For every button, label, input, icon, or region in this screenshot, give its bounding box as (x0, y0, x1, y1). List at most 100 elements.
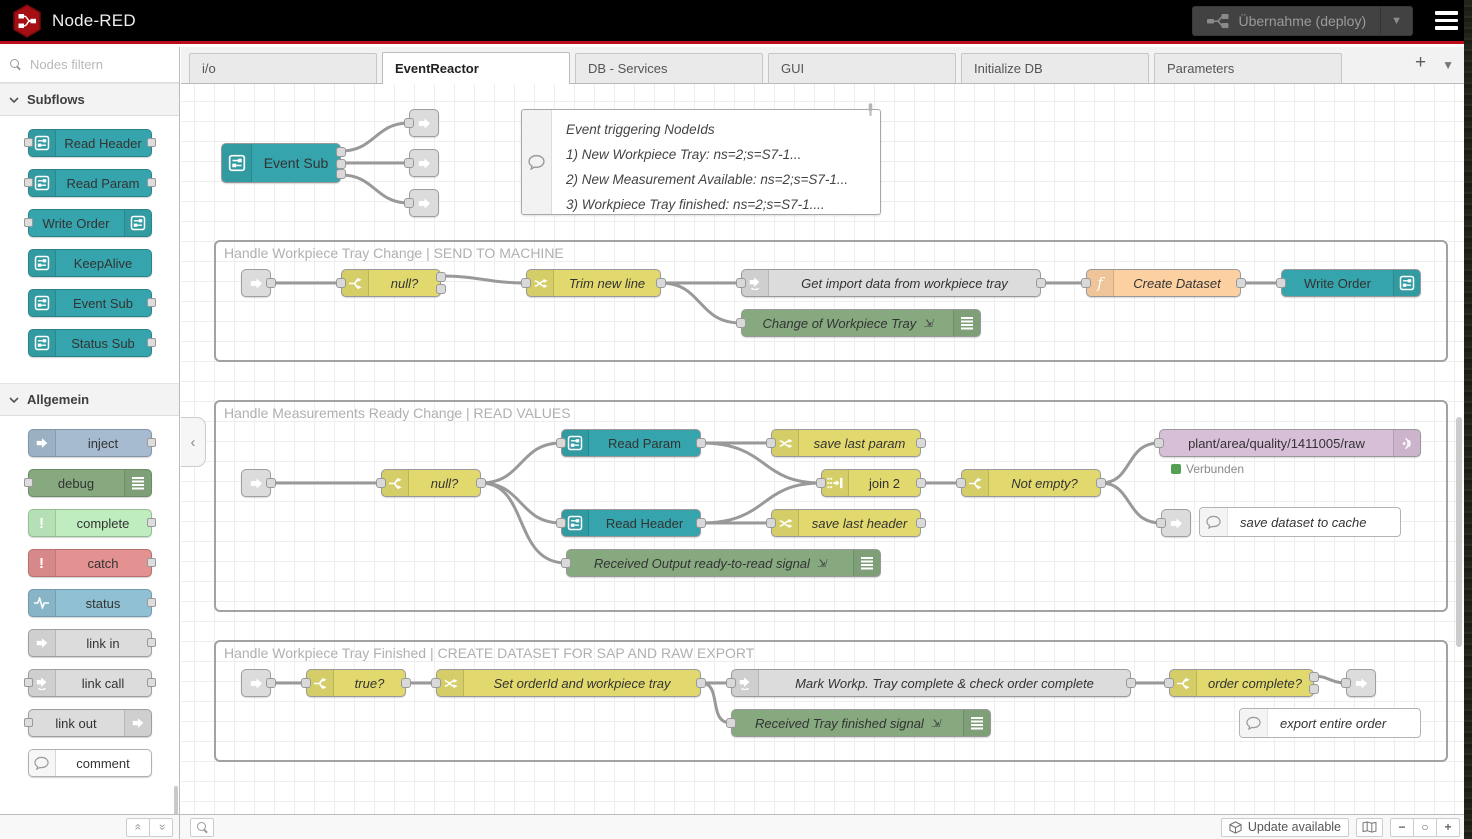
port-in[interactable] (404, 198, 414, 208)
port-in[interactable] (1156, 518, 1166, 528)
port-out[interactable] (436, 284, 446, 294)
palette-scrollbar[interactable] (174, 786, 178, 814)
node-switch-null-1[interactable]: null? (336, 269, 446, 297)
port-out[interactable] (146, 638, 156, 647)
node-switch-null-2[interactable]: null? (376, 469, 486, 497)
tab-gui[interactable]: GUI (768, 53, 956, 83)
port-out[interactable] (146, 598, 156, 607)
port-out[interactable] (696, 678, 706, 688)
port-in[interactable] (736, 318, 746, 328)
node-link-call-mark-workp[interactable]: Mark Workp. Tray complete & check order … (726, 669, 1136, 697)
port-in[interactable] (1081, 278, 1091, 288)
node-debug-change-tray[interactable]: Change of Workpiece Tray⇲ (736, 309, 981, 337)
port-in[interactable] (736, 278, 746, 288)
deploy-button[interactable]: Übernahme (deploy) ▼ (1192, 5, 1413, 36)
tab-parameters[interactable]: Parameters (1154, 53, 1342, 83)
group-read-values[interactable]: Handle Measurements Ready Change | READ … (214, 400, 1448, 612)
port-out[interactable] (146, 138, 156, 147)
port-out[interactable] (696, 518, 706, 528)
port-in[interactable] (23, 678, 33, 687)
node-change-save-last-param[interactable]: save last param (766, 429, 926, 457)
port-out[interactable] (266, 678, 276, 688)
port-out[interactable] (1036, 278, 1046, 288)
port-out[interactable] (146, 338, 156, 347)
palette-category-subflows[interactable]: Subflows (0, 83, 179, 116)
palette-node-complete[interactable]: ! complete (27, 509, 156, 537)
palette-node-status[interactable]: status (27, 589, 156, 617)
port-in[interactable] (404, 158, 414, 168)
group-send-to-machine[interactable]: Handle Workpiece Tray Change | SEND TO M… (214, 240, 1448, 362)
port-in[interactable] (816, 478, 826, 488)
node-change-set-orderid[interactable]: Set orderId and workpiece tray (431, 669, 706, 697)
node-debug-received-output[interactable]: Received Output ready-to-read signal⇲ (561, 549, 881, 577)
node-link-in[interactable] (241, 469, 276, 497)
port-in[interactable] (376, 478, 386, 488)
port-in[interactable] (556, 518, 566, 528)
toggle-navigator-button[interactable] (1356, 817, 1383, 837)
node-debug-received-tray[interactable]: Received Tray finished signal⇲ (726, 709, 991, 737)
palette-collapse-toggle[interactable]: ‹ (181, 417, 206, 467)
node-change-trim-new-line[interactable]: Trim new line (521, 269, 666, 297)
node-link-out[interactable] (404, 109, 439, 137)
palette-node-keepalive[interactable]: KeepAlive (27, 249, 152, 277)
tab-db-services[interactable]: DB - Services (575, 53, 763, 83)
port-in[interactable] (561, 558, 571, 568)
node-link-out[interactable] (1341, 669, 1376, 697)
canvas-search-button[interactable] (190, 817, 214, 837)
port-out[interactable] (146, 178, 156, 187)
update-available-button[interactable]: Update available (1220, 817, 1349, 837)
port-in[interactable] (956, 478, 966, 488)
main-menu-button[interactable] (1435, 11, 1458, 30)
port-out[interactable] (656, 278, 666, 288)
port-in[interactable] (556, 438, 566, 448)
port-out[interactable] (146, 558, 156, 567)
tab-io[interactable]: i/o (189, 53, 377, 83)
canvas-scrollbar[interactable] (1456, 417, 1462, 647)
port-in[interactable] (23, 718, 33, 727)
tab-initialize-db[interactable]: Initialize DB (961, 53, 1149, 83)
node-event-sub[interactable]: Event Sub (221, 143, 346, 183)
add-flow-button[interactable]: + (1415, 52, 1427, 73)
collapse-all-button[interactable]: « (126, 817, 150, 837)
comment-export-order[interactable]: export entire order (1239, 708, 1421, 738)
comment-save-cache[interactable]: save dataset to cache (1199, 507, 1401, 537)
palette-node-inject[interactable]: inject (27, 429, 156, 457)
port-out[interactable] (696, 438, 706, 448)
palette-node-link-out[interactable]: link out (23, 709, 152, 737)
node-link-in[interactable] (241, 669, 276, 697)
port-out[interactable] (266, 478, 276, 488)
port-in[interactable] (521, 278, 531, 288)
port-out[interactable] (336, 147, 346, 157)
zoom-out-button[interactable]: − (1390, 817, 1414, 837)
port-in[interactable] (726, 678, 736, 688)
zoom-reset-button[interactable]: ○ (1413, 817, 1437, 837)
palette-node-read-param[interactable]: Read Param (23, 169, 156, 197)
palette-node-catch[interactable]: ! catch (27, 549, 156, 577)
node-subflow-read-param[interactable]: Read Param (556, 429, 706, 457)
port-out[interactable] (146, 518, 156, 527)
group-tray-finished[interactable]: Handle Workpiece Tray Finished | CREATE … (214, 640, 1448, 762)
node-subflow-write-order[interactable]: Write Order (1276, 269, 1421, 297)
info-comment-box[interactable]: Event triggering NodeIds 1) New Workpiec… (521, 103, 881, 215)
port-in[interactable] (1341, 678, 1351, 688)
palette-node-status-sub[interactable]: Status Sub (27, 329, 156, 357)
port-out[interactable] (1309, 684, 1319, 694)
palette-search[interactable] (0, 47, 179, 83)
palette-node-event-sub[interactable]: Event Sub (27, 289, 156, 317)
port-in[interactable] (726, 718, 736, 728)
node-switch-order-complete[interactable]: order complete? (1164, 669, 1319, 697)
expand-all-button[interactable]: « (149, 817, 173, 837)
node-subflow-read-header[interactable]: Read Header (556, 509, 706, 537)
node-function-create-dataset[interactable]: f Create Dataset (1081, 269, 1246, 297)
node-change-save-last-header[interactable]: save last header (766, 509, 926, 537)
port-in[interactable] (336, 278, 346, 288)
port-in[interactable] (23, 138, 33, 147)
port-in[interactable] (766, 438, 776, 448)
flow-list-button[interactable]: ▼ (1442, 57, 1454, 72)
port-out[interactable] (1309, 672, 1319, 682)
flow-canvas[interactable]: Handle Workpiece Tray Change | SEND TO M… (181, 84, 1464, 814)
port-in[interactable] (1154, 438, 1164, 448)
port-out[interactable] (476, 478, 486, 488)
port-out[interactable] (916, 438, 926, 448)
palette-node-link-call[interactable]: link call (23, 669, 156, 697)
